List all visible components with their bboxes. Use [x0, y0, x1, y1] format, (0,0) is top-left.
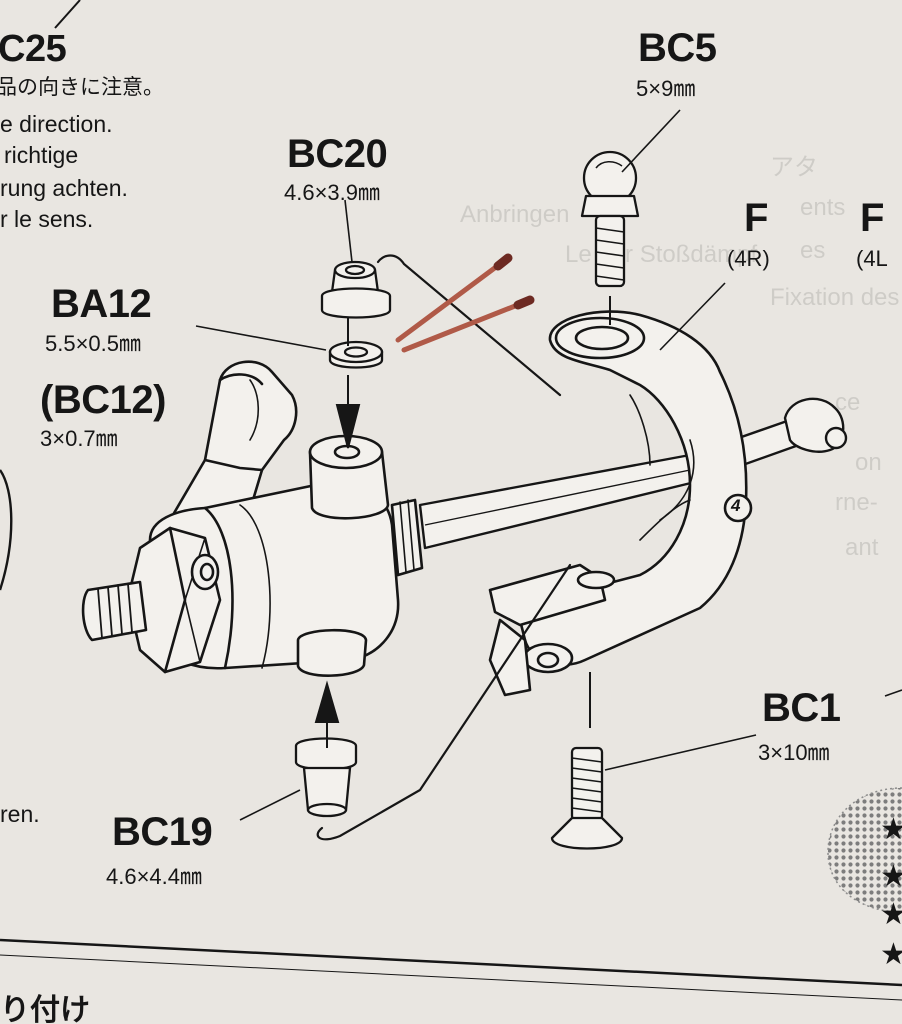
svg-text:アタ: アタ	[770, 154, 818, 181]
label-bc5-code: BC5	[638, 26, 717, 70]
partial-part-left-edge	[0, 469, 13, 591]
svg-text:es: es	[800, 237, 825, 264]
leader-top-left	[54, 0, 81, 29]
label-f-4l-sub: (4L	[856, 246, 888, 271]
label-ba12-size: 5.5×0.5㎜	[45, 331, 142, 356]
note-line-3: rung achten.	[0, 175, 128, 201]
separator-line-inner	[0, 954, 902, 1001]
label-bc5-size: 5×9㎜	[636, 76, 696, 101]
label-f-4l: F	[860, 196, 884, 240]
note-code: C25	[0, 28, 67, 70]
note-fragment: ren.	[0, 801, 40, 827]
label-bc1-size: 3×10㎜	[758, 740, 830, 765]
bushing-bc20	[320, 260, 392, 319]
star-icon: ★	[880, 860, 902, 893]
separator-line	[0, 938, 902, 987]
star-icon: ★	[880, 938, 902, 971]
ball-stud-bc5	[580, 150, 640, 324]
svg-text:rne-: rne-	[835, 489, 878, 516]
label-bc12-size: 3×0.7㎜	[40, 426, 118, 451]
c-hub-carrier	[488, 310, 753, 697]
svg-text:Anbringen: Anbringen	[460, 201, 569, 228]
leader-lines	[195, 109, 902, 821]
label-ba12-code: BA12	[51, 282, 152, 326]
assembly-arrows	[314, 375, 361, 748]
label-bc19-size: 4.6×4.4㎜	[106, 864, 203, 889]
note-jp: 品の向きに注意。	[0, 75, 164, 99]
screw-bc1	[550, 672, 624, 850]
note-line-2: richtige	[4, 142, 79, 168]
svg-text:ant: ant	[845, 534, 879, 561]
tweezers-icon	[395, 253, 535, 353]
bushing-bc19	[294, 700, 358, 818]
guide-lines	[316, 254, 572, 841]
label-f-4r: F	[744, 196, 768, 240]
label-bc1-code: BC1	[762, 686, 841, 730]
svg-text:on: on	[855, 449, 882, 476]
label-bc12-code: (BC12)	[40, 378, 166, 422]
washer-ba12	[328, 340, 384, 369]
halftone-badge	[827, 787, 902, 913]
section-heading-jp: り付け	[0, 993, 90, 1024]
star-icon: ★	[880, 813, 902, 846]
svg-text:Fixation des: Fixation des	[770, 284, 899, 311]
steering-knuckle	[81, 360, 424, 677]
note-line-1: e direction.	[0, 111, 113, 137]
label-bc20-size: 4.6×3.9㎜	[284, 180, 381, 205]
star-icon: ★	[880, 898, 902, 931]
label-f-4r-sub: (4R)	[727, 246, 770, 271]
drive-shaft	[418, 397, 848, 550]
part-number-marker: 4	[731, 496, 741, 515]
svg-text:ents: ents	[800, 194, 845, 221]
note-line-4: r le sens.	[0, 206, 94, 232]
label-bc20-code: BC20	[287, 132, 388, 176]
label-bc19-code: BC19	[112, 810, 213, 854]
